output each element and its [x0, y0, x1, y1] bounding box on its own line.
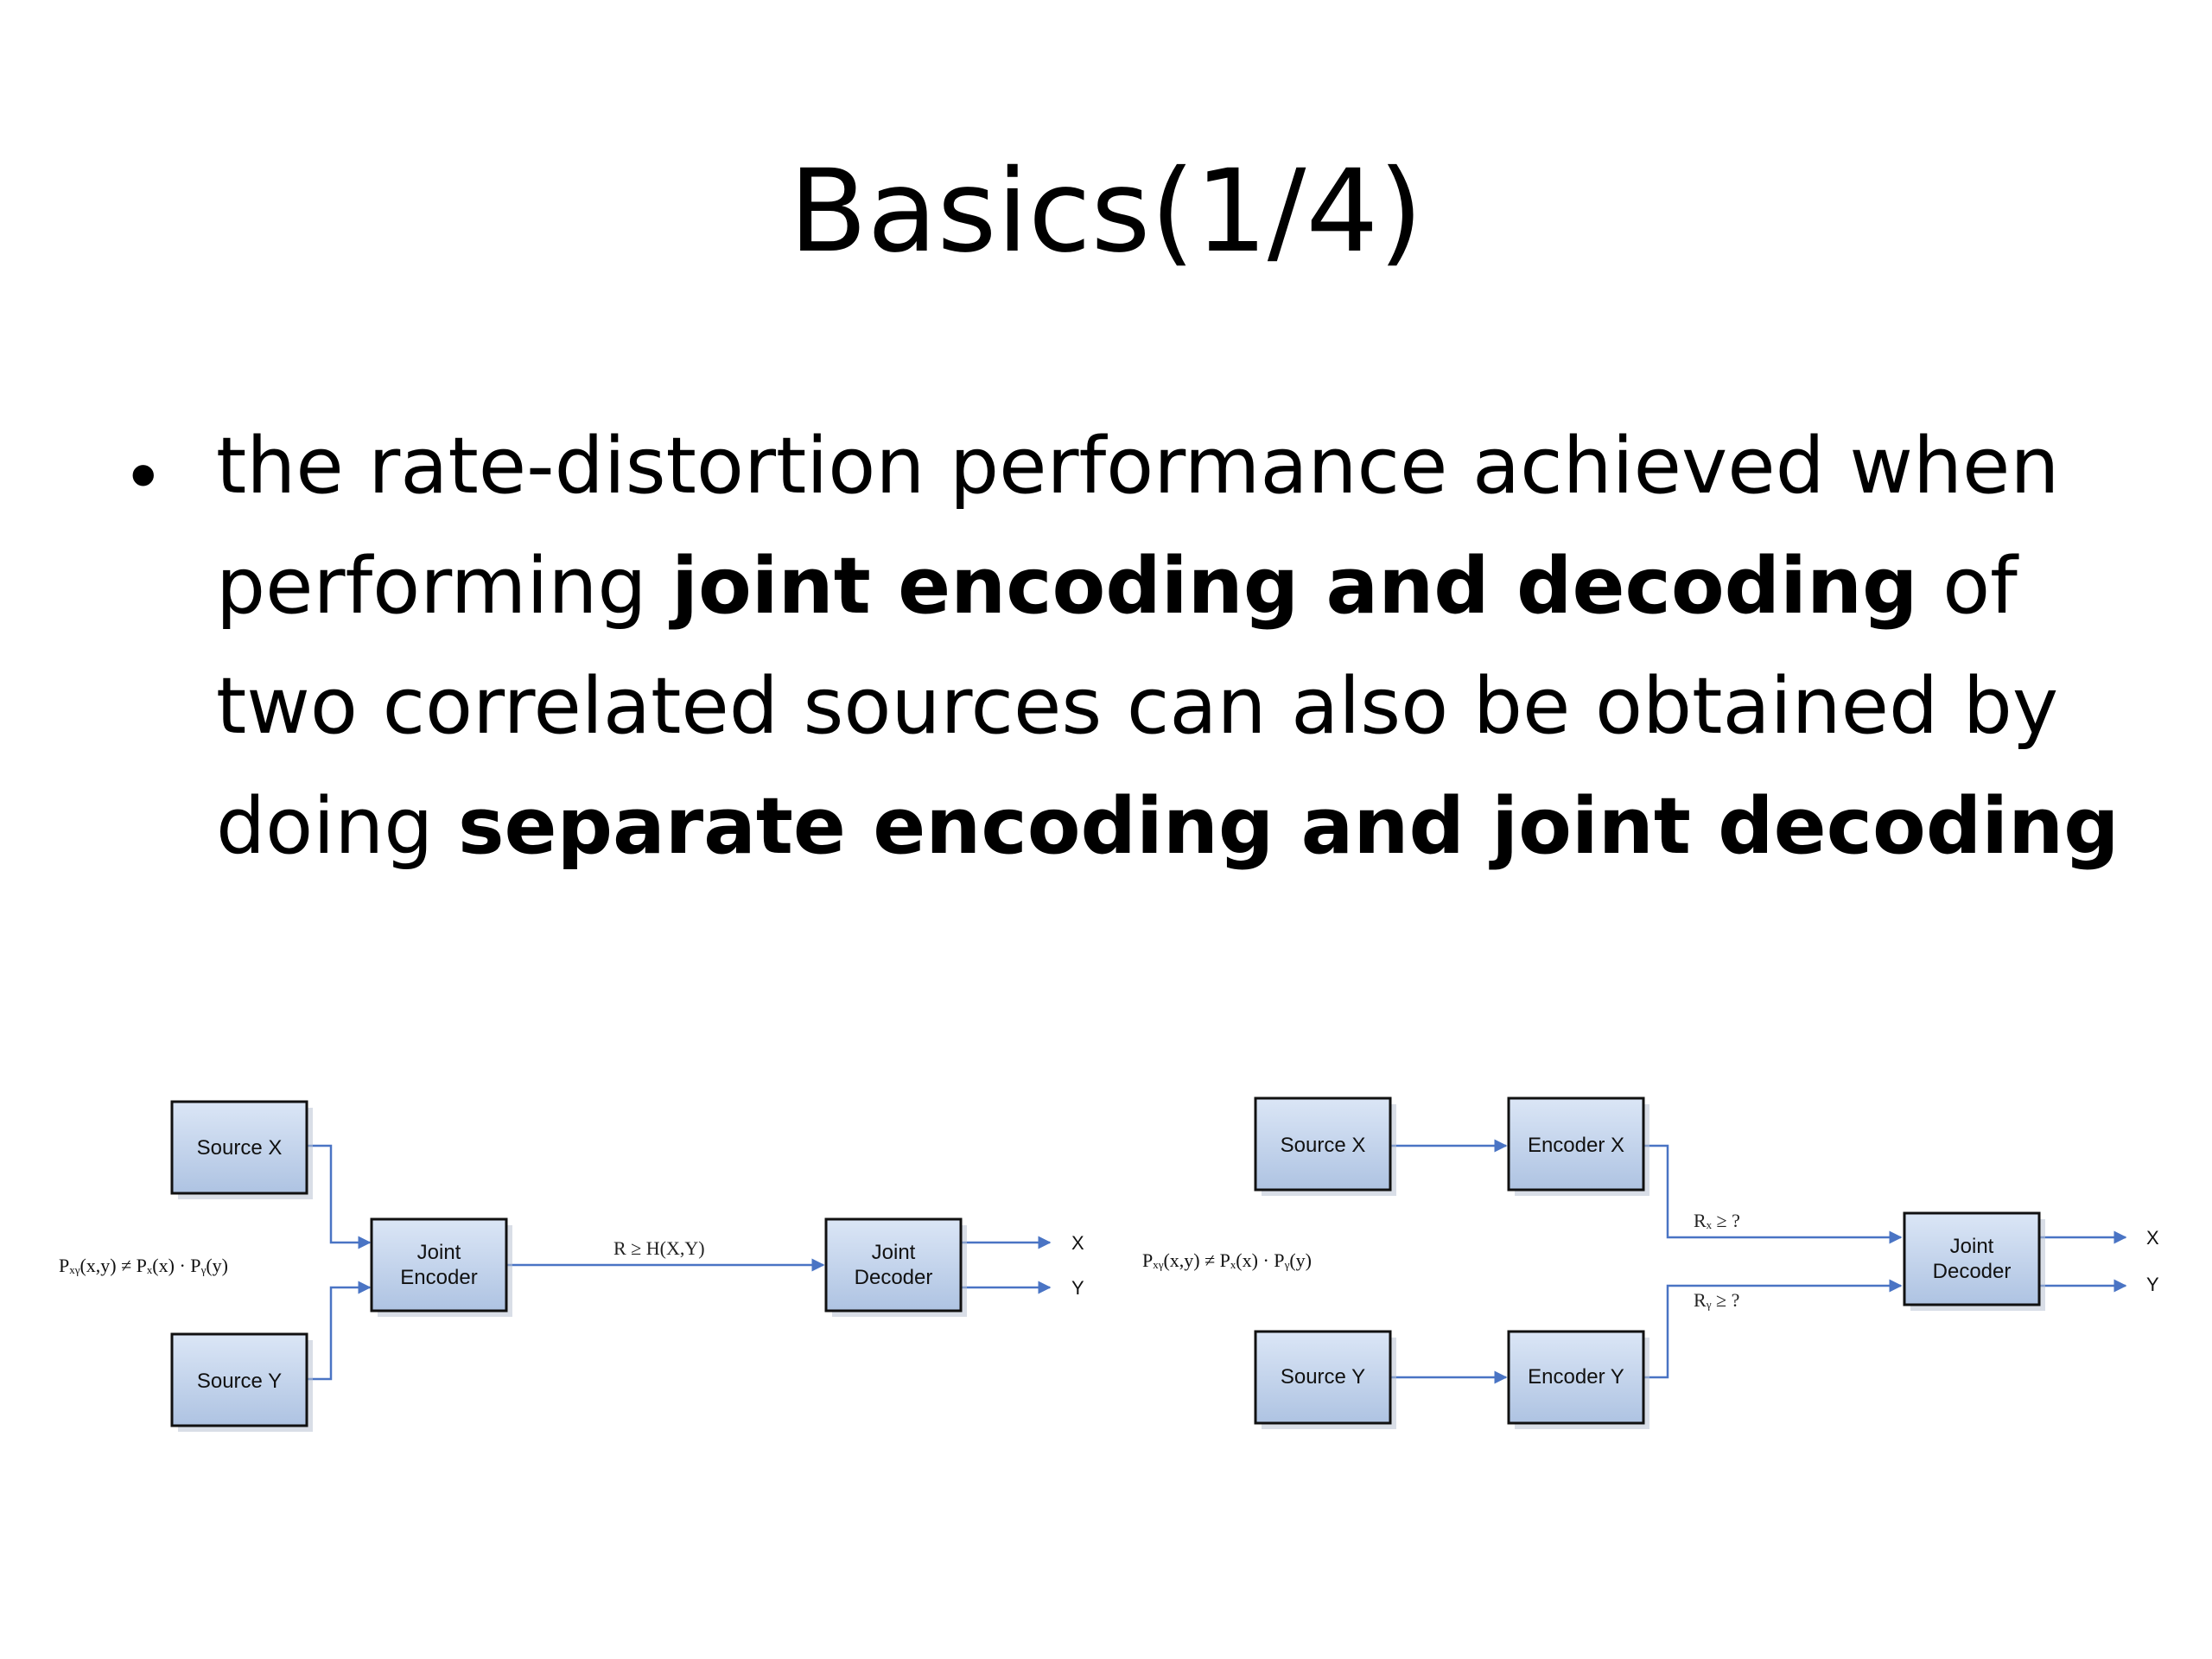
slide-title: Basics(1/4)	[789, 145, 1423, 278]
bullet-segment-bold: joint encoding and decoding	[671, 541, 1918, 632]
right-output-x-label: X	[2146, 1227, 2159, 1249]
right-joint-decoder-block: Joint Decoder	[1903, 1211, 2045, 1311]
diagram-separate-encoding: Source X Source Y Encoder X Encoder Y Jo…	[1142, 1096, 2159, 1429]
right-wires	[1390, 1139, 2127, 1384]
right-encoder-y-block: Encoder Y	[1507, 1330, 1649, 1429]
left-source-y-block: Source Y	[170, 1332, 313, 1432]
right-rate-y-label: Rᵧ ≥ ?	[1694, 1289, 1739, 1311]
left-decoder-label-line1: Joint	[872, 1241, 916, 1264]
right-decoder-label-line1: Joint	[1950, 1235, 1994, 1258]
right-output-y-label: Y	[2146, 1274, 2159, 1295]
right-source-x-block: Source X	[1254, 1096, 1396, 1196]
wire-encoder-y-to-decoder	[1643, 1279, 1903, 1379]
left-source-x-label: Source X	[197, 1136, 283, 1160]
wire-source-x-to-encoder	[307, 1144, 372, 1249]
right-encoder-x-label: Encoder X	[1528, 1134, 1624, 1157]
right-source-y-block: Source Y	[1254, 1330, 1396, 1429]
right-distribution-label: Pₓᵧ(x,y) ≠ Pₓ(x) · Pᵧ(y)	[1142, 1249, 1312, 1271]
bullet-text: the rate-distortion performance achieved…	[216, 406, 2134, 887]
bullet-segment-plain: of two correlated sources can also be ob…	[216, 541, 2059, 872]
left-joint-decoder-block: Joint Decoder	[824, 1217, 967, 1317]
right-source-x-label: Source X	[1281, 1134, 1366, 1157]
bullet-dot: •	[130, 432, 157, 518]
left-source-x-block: Source X	[170, 1100, 313, 1199]
left-wires	[307, 1144, 1052, 1381]
right-source-y-label: Source Y	[1281, 1365, 1365, 1389]
left-joint-encoder-block: Joint Encoder	[370, 1217, 512, 1317]
wire-encoder-x-to-decoder	[1643, 1144, 1903, 1244]
left-distribution-label: Pₓᵧ(x,y) ≠ Pₓ(x) · Pᵧ(y)	[59, 1255, 228, 1276]
left-output-x-label: X	[1071, 1232, 1084, 1254]
right-encoder-x-block: Encoder X	[1507, 1096, 1649, 1196]
bullet-segment-plain: the rate-distortion performance achieved…	[216, 421, 2060, 632]
wire-source-y-to-encoder	[307, 1281, 372, 1381]
left-output-y-label: Y	[1071, 1277, 1084, 1299]
left-encoder-label-line1: Joint	[417, 1241, 461, 1264]
left-encoder-label-line2: Encoder	[400, 1266, 477, 1289]
diagram-joint-encoding: Source X Source Y Joint Encoder Joint De…	[59, 1100, 1084, 1432]
right-encoder-y-label: Encoder Y	[1528, 1365, 1624, 1389]
bullet-segment-bold: separate encoding and joint decoding	[457, 781, 2120, 872]
left-decoder-label-line2: Decoder	[855, 1266, 933, 1289]
right-rate-x-label: Rₓ ≥ ?	[1694, 1210, 1740, 1231]
left-source-y-label: Source Y	[197, 1370, 282, 1393]
left-rate-label: R ≥ H(X,Y)	[613, 1237, 705, 1259]
right-decoder-label-line2: Decoder	[1933, 1260, 2012, 1283]
